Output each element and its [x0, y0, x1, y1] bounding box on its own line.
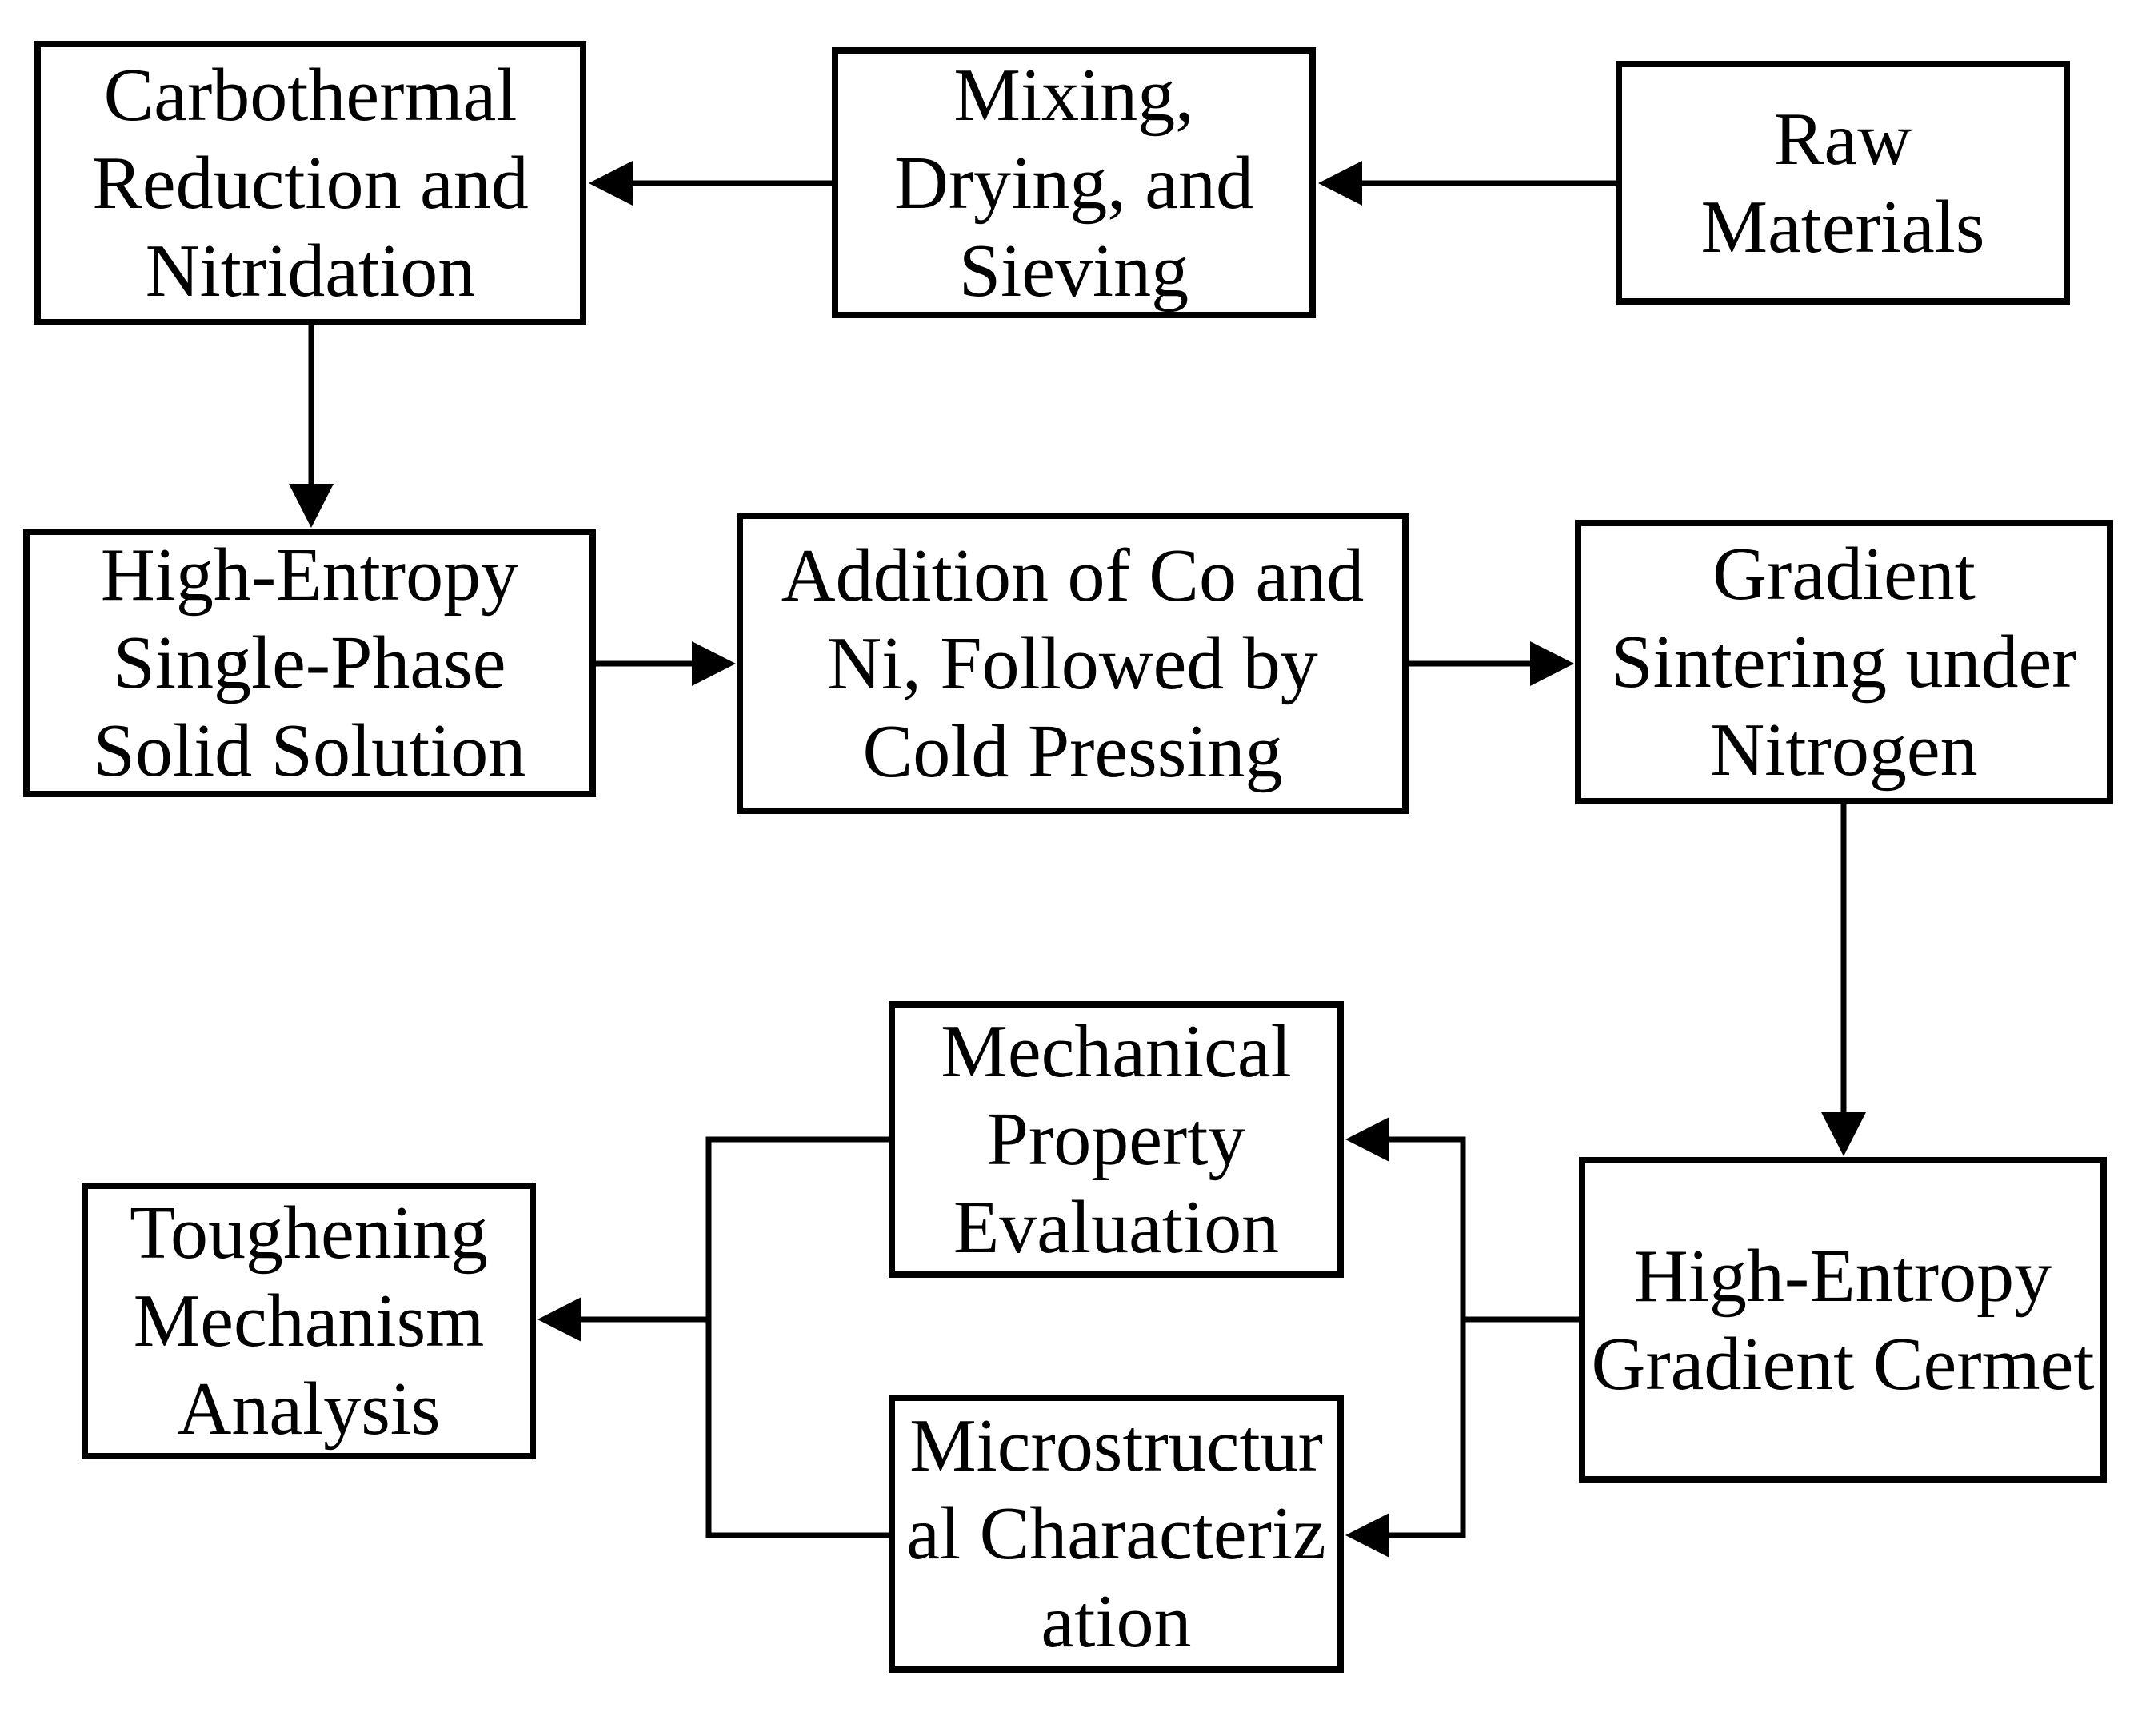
arrowhead-right: [1530, 641, 1574, 686]
arrow-mixing-to-carbothermal: [589, 161, 835, 206]
arrow-cermet-branch: [1345, 1117, 1582, 1558]
arrowhead-right: [692, 641, 736, 686]
node-label-line: Mechanical: [941, 1010, 1292, 1093]
node-label-line: Sintering under: [1611, 621, 2077, 704]
node-label-line: Property: [986, 1098, 1246, 1181]
node-label-line: Addition of Co and: [781, 533, 1365, 617]
node-label-line: Cold Pressing: [862, 709, 1283, 793]
node-mixing-drying-sieving: Mixing, Drying, and Sieving: [832, 47, 1316, 318]
arrow-raw-to-mixing: [1318, 161, 1619, 206]
node-label-line: Ni, Followed by: [827, 621, 1318, 705]
node-label-line: Drying, and: [893, 141, 1254, 225]
node-label-line: High-Entropy: [1633, 1234, 2052, 1318]
node-label-line: Gradient Cermet: [1591, 1322, 2095, 1406]
node-toughening-mechanism-analysis: Toughening Mechanism Analysis: [82, 1183, 536, 1459]
node-gradient-cermet: High-Entropy Gradient Cermet: [1579, 1157, 2107, 1483]
node-label-line: Raw: [1773, 97, 1912, 181]
merge-bracket: [705, 1136, 892, 1538]
node-label-line: Sieving: [958, 229, 1189, 313]
arrowhead-left-microstructural: [1345, 1513, 1389, 1558]
arrowhead-left: [1318, 161, 1362, 206]
node-label-line: Mixing,: [953, 53, 1194, 137]
node-label-line: Reduction and: [92, 142, 529, 225]
arrow-sintering-to-cermet: [1821, 801, 1866, 1156]
node-label-line: Nitrogen: [1710, 708, 1978, 792]
node-gradient-sintering: Gradient Sintering under Nitrogen: [1575, 520, 2113, 804]
node-addition-cold-pressing: Addition of Co and Ni, Followed by Cold …: [737, 513, 1409, 814]
node-label-line: Microstructur: [909, 1404, 1323, 1487]
node-label-line: Mechanism: [133, 1279, 485, 1363]
arrow-solid-solution-to-addition: [593, 641, 736, 686]
node-label-line: Carbothermal: [103, 54, 518, 137]
node-label-line: al Characteriz: [906, 1492, 1326, 1575]
arrow-addition-to-sintering: [1405, 641, 1574, 686]
node-mechanical-property-evaluation: Mechanical Property Evaluation: [889, 1001, 1344, 1278]
node-raw-materials: Raw Materials: [1616, 61, 2070, 305]
node-label-line: Toughening: [130, 1191, 488, 1275]
node-label-line: Solid Solution: [93, 709, 526, 792]
arrow-merge-to-toughening: [537, 1136, 892, 1538]
arrowhead-down: [1821, 1112, 1866, 1156]
node-microstructural-characterization: Microstructur al Characteriz ation: [889, 1395, 1344, 1673]
node-solid-solution: High-Entropy Single-Phase Solid Solution: [23, 529, 596, 797]
arrowhead-left-toughening: [537, 1297, 581, 1342]
node-label-line: Materials: [1700, 185, 1985, 269]
node-label-line: Single-Phase: [113, 621, 506, 704]
node-label-line: Nitridation: [145, 229, 476, 313]
branch-bracket: [1385, 1136, 1466, 1538]
node-label-line: ation: [1041, 1580, 1192, 1663]
arrow-carbothermal-to-solid-solution: [289, 322, 334, 528]
node-label-line: High-Entropy: [100, 533, 519, 617]
arrowhead-down: [289, 484, 334, 528]
node-label-line: Analysis: [177, 1367, 441, 1451]
node-label-line: Gradient: [1712, 533, 1976, 616]
node-label-line: Evaluation: [953, 1186, 1280, 1269]
arrowhead-left: [589, 161, 633, 206]
node-carbothermal-reduction: Carbothermal Reduction and Nitridation: [34, 41, 586, 325]
arrowhead-left-mechanical: [1345, 1117, 1389, 1162]
